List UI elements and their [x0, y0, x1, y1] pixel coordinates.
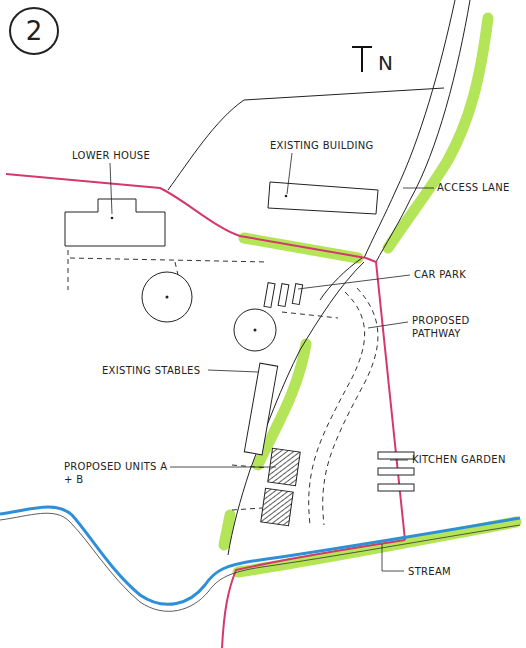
stream-label: STREAM [408, 565, 451, 578]
units-label: PROPOSED UNITS A + B [64, 460, 168, 486]
garden-label: KITCHEN GARDEN [412, 453, 506, 466]
sheet-number-circle: 2 [8, 6, 60, 56]
parking-label: CAR PARK [414, 268, 466, 281]
sheet-number: 2 [8, 16, 60, 46]
north-label: N [378, 52, 393, 74]
lane-label: ACCESS LANE [437, 181, 510, 194]
pathway-label: PROPOSED PATHWAY [412, 314, 496, 340]
building-label: EXISTING BUILDING [270, 139, 374, 152]
stables-label: EXISTING STABLES [102, 364, 200, 377]
building-label: LOWER HOUSE [72, 149, 150, 162]
